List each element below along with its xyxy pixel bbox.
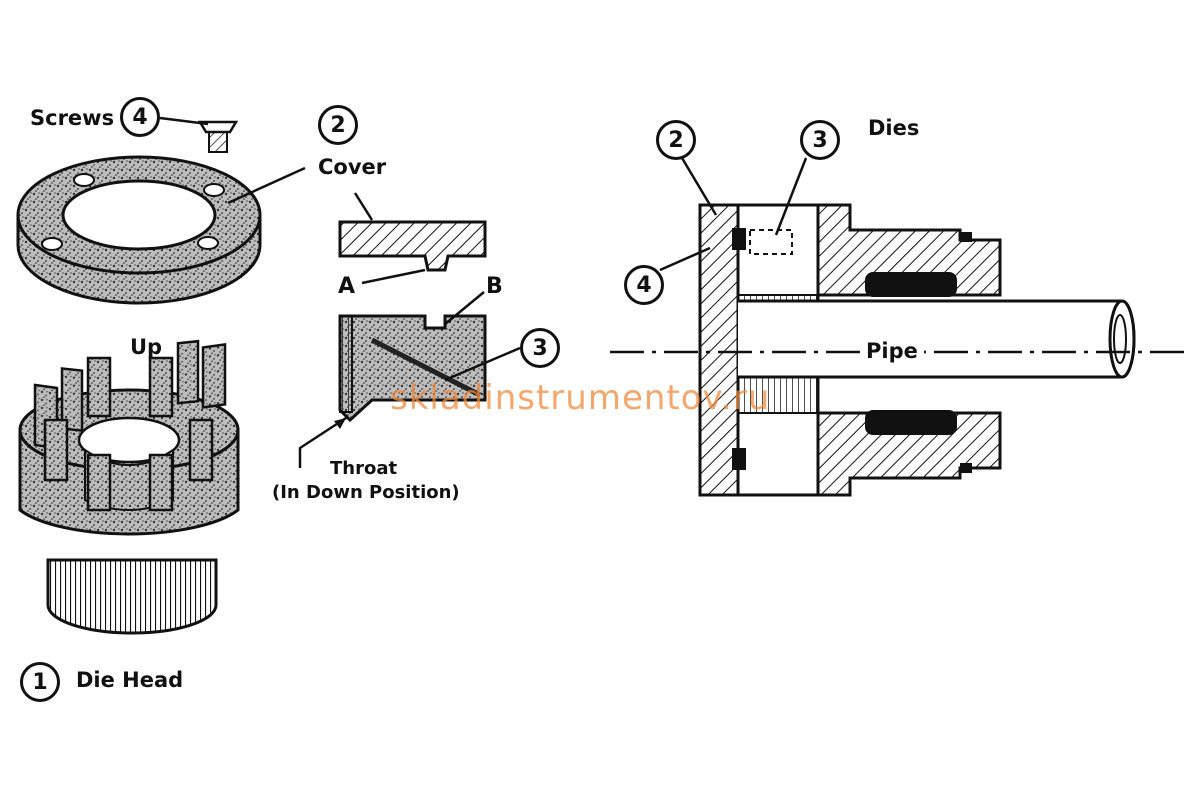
- callout-die: 3: [520, 328, 560, 368]
- dies-label: Dies: [868, 116, 920, 140]
- section-dies-leader: [774, 157, 808, 236]
- pipe: [738, 299, 1136, 379]
- callout-section-dies: 3: [800, 120, 840, 160]
- cover-section: [338, 192, 487, 272]
- screws-leader: [159, 116, 209, 126]
- cover-ring: [16, 155, 262, 305]
- b-label: B: [486, 274, 503, 299]
- callout-section-screw: 4: [624, 265, 664, 305]
- watermark: skladinstrumentov.ru: [390, 378, 771, 418]
- callout-cover: 2: [318, 105, 358, 145]
- a-label: A: [338, 274, 356, 299]
- die-head-label: Die Head: [76, 668, 184, 692]
- screw: [197, 120, 239, 153]
- die-block: [338, 314, 487, 423]
- die-head: [18, 339, 240, 635]
- b-leader: [443, 291, 485, 326]
- pipe-label: Pipe: [860, 341, 924, 362]
- cover-label: Cover: [318, 155, 387, 179]
- screws-label: Screws: [30, 106, 115, 130]
- throat-label: Throat: [330, 458, 398, 479]
- up-label: Up: [130, 335, 163, 359]
- section-screw-leader: [659, 246, 711, 272]
- callout-die-head: 1: [20, 662, 60, 702]
- throat-leader: [298, 416, 347, 468]
- callout-screws: 4: [120, 97, 160, 137]
- cover-leader: [227, 166, 306, 205]
- die-leader: [444, 346, 521, 382]
- callout-section-cover: 2: [656, 120, 696, 160]
- a-leader: [361, 268, 426, 285]
- throat-position-label: (In Down Position): [272, 482, 460, 503]
- section-cover-leader: [680, 157, 718, 216]
